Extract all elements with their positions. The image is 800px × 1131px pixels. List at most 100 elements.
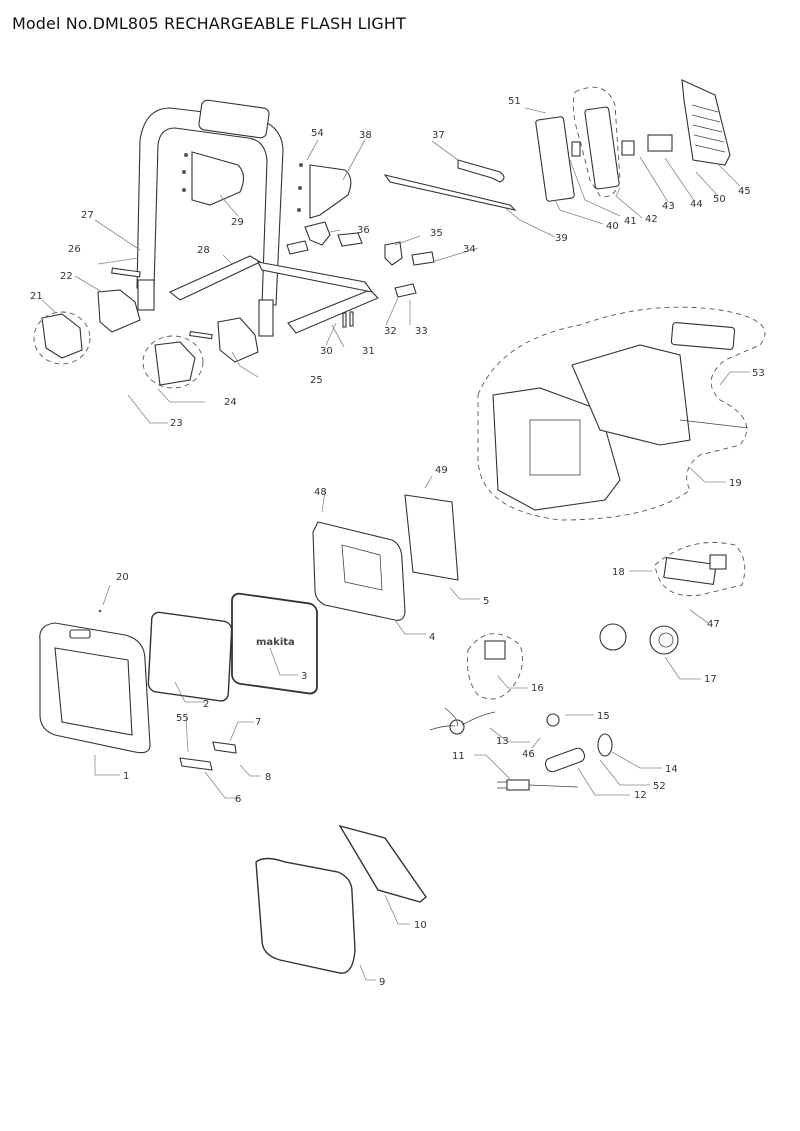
part-bumper-frame-1 xyxy=(39,622,151,754)
part-foot-25 xyxy=(217,317,259,363)
part-label: 23 xyxy=(170,418,183,429)
part-label: 7 xyxy=(255,717,261,728)
part-label: 26 xyxy=(68,244,81,255)
part-label: 36 xyxy=(357,225,370,236)
part-disc-15 xyxy=(546,713,560,727)
part-label: 33 xyxy=(415,326,428,337)
part-label: 43 xyxy=(662,201,675,212)
part-label: 52 xyxy=(653,781,666,792)
part-label: 24 xyxy=(224,397,237,408)
part-label: 28 xyxy=(197,245,210,256)
part-housing-rear xyxy=(492,387,621,511)
part-board-42 xyxy=(584,106,620,190)
part-label: 53 xyxy=(752,368,765,379)
part-gasket-9 xyxy=(255,857,356,974)
part-label: 29 xyxy=(231,217,244,228)
part-label: 3 xyxy=(301,671,307,682)
part-clip-36 xyxy=(304,221,331,246)
part-label: 13 xyxy=(496,736,509,747)
part-cap-34 xyxy=(411,251,435,266)
part-label: 15 xyxy=(597,711,610,722)
part-label: 47 xyxy=(707,619,720,630)
part-pad-41 xyxy=(571,141,581,157)
part-lever-37 xyxy=(457,159,505,183)
part-label: 37 xyxy=(432,130,445,141)
part-label: 46 xyxy=(522,749,535,760)
part-label: 31 xyxy=(362,346,375,357)
part-pad-44 xyxy=(647,134,673,152)
part-label: 5 xyxy=(483,596,489,607)
part-label: 51 xyxy=(508,96,521,107)
part-label: 11 xyxy=(452,751,465,762)
part-label: 45 xyxy=(738,186,751,197)
part-label: 21 xyxy=(30,291,43,302)
part-cover-45 xyxy=(681,79,731,166)
part-label: 20 xyxy=(116,572,129,583)
part-label: 9 xyxy=(379,977,385,988)
part-label: 6 xyxy=(235,794,241,805)
part-gasket-2 xyxy=(147,611,233,702)
part-label: 32 xyxy=(384,326,397,337)
brand-logo: makita xyxy=(256,637,295,648)
part-bezel-4 xyxy=(312,521,406,621)
part-label: 49 xyxy=(435,465,448,476)
part-label: 8 xyxy=(265,772,271,783)
part-label: 34 xyxy=(463,244,476,255)
part-clip-35 xyxy=(384,241,403,266)
part-label: 25 xyxy=(310,375,323,386)
part-label: 40 xyxy=(606,221,619,232)
part-label: 22 xyxy=(60,271,73,282)
part-cord-11 xyxy=(497,779,579,791)
part-sensor-16 xyxy=(467,633,523,700)
part-switch-6 xyxy=(179,757,213,771)
part-base-frame-28 xyxy=(168,255,379,334)
part-label: 12 xyxy=(634,790,647,801)
part-flange-14 xyxy=(597,733,613,757)
part-group-24-outline xyxy=(142,335,204,389)
part-grip-12 xyxy=(544,747,586,773)
part-label: 44 xyxy=(690,199,703,210)
part-number-labels: 1 2 3 4 5 6 7 8 9 10 11 12 13 14 15 16 1… xyxy=(30,96,765,988)
part-foot-22 xyxy=(97,289,141,333)
part-label: 16 xyxy=(531,683,544,694)
part-label: 14 xyxy=(665,764,678,775)
leader-lines xyxy=(41,107,750,981)
part-label: 55 xyxy=(176,713,189,724)
part-board-7 xyxy=(212,741,237,754)
part-pin-26 xyxy=(111,267,141,278)
part-handle-frame xyxy=(136,99,284,337)
part-plate-40 xyxy=(535,116,575,202)
part-cover-top xyxy=(670,322,736,350)
part-reflector-housing xyxy=(571,344,691,446)
part-group-21-outline xyxy=(33,311,91,365)
part-label: 48 xyxy=(314,487,327,498)
part-led-board-5 xyxy=(404,494,459,581)
part-pin-20 xyxy=(98,609,102,613)
part-bracket-38 xyxy=(297,163,352,219)
part-label: 41 xyxy=(624,216,637,227)
part-label: 30 xyxy=(320,346,333,357)
part-knob-17b xyxy=(649,625,679,655)
part-label: 50 xyxy=(713,194,726,205)
part-bar-39 xyxy=(383,174,517,211)
part-label: 27 xyxy=(81,210,94,221)
part-label: 38 xyxy=(359,130,372,141)
part-gasket-10 xyxy=(338,824,427,903)
part-label: 1 xyxy=(123,771,129,782)
part-bracket-29 xyxy=(182,151,245,206)
part-label: 10 xyxy=(414,920,427,931)
part-label: 35 xyxy=(430,228,443,239)
part-label: 54 xyxy=(311,128,324,139)
part-harness-13 xyxy=(429,707,496,735)
part-panel-18 xyxy=(654,542,746,597)
diagram-title: Model No.DML805 RECHARGEABLE FLASH LIGHT xyxy=(12,14,406,33)
part-label: 17 xyxy=(704,674,717,685)
part-foot-21 xyxy=(41,313,83,359)
part-lens-3: makita xyxy=(231,592,318,695)
part-knob-17a xyxy=(599,623,627,651)
part-label: 4 xyxy=(429,632,435,643)
part-group-19-outline xyxy=(477,306,766,521)
part-label: 2 xyxy=(203,699,209,710)
part-pad-43 xyxy=(621,140,635,156)
